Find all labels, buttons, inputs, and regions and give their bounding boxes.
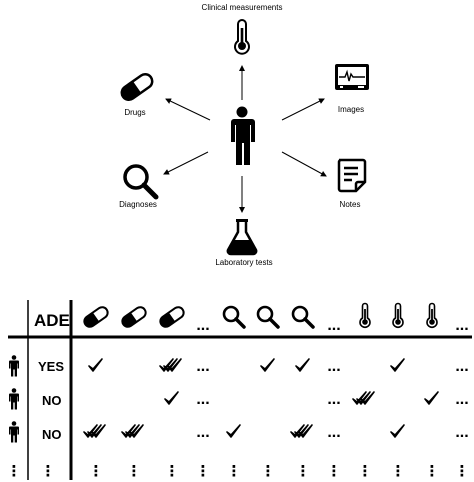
cell-ellipsis: ... xyxy=(455,424,468,441)
check-icon xyxy=(226,424,241,438)
cell-ellipsis: ... xyxy=(196,358,209,375)
pill-icon xyxy=(120,73,154,101)
vertical-ellipsis: ⋮ xyxy=(165,462,180,480)
vertical-ellipsis: ⋮ xyxy=(455,462,470,480)
vertical-ellipsis: ⋮ xyxy=(261,462,276,480)
vertical-ellipsis: ⋮ xyxy=(89,462,104,480)
vertical-ellipsis: ⋮ xyxy=(425,462,440,480)
magnifier-icon xyxy=(291,305,315,329)
header-ellipsis: ... xyxy=(455,317,468,334)
labtests-label: Laboratory tests xyxy=(215,258,273,267)
vertical-ellipsis: ⋮ xyxy=(196,462,211,480)
ade-value-row-3: NO xyxy=(42,427,62,442)
vertical-ellipsis: ⋮ xyxy=(391,462,406,480)
arrow-to-images xyxy=(281,98,325,121)
cell-ellipsis: ... xyxy=(327,391,340,408)
multi-check-icon xyxy=(159,358,182,372)
flask-icon xyxy=(226,219,258,256)
thermometer-icon xyxy=(392,302,404,329)
multi-check-icon xyxy=(352,391,375,405)
thermometer-icon xyxy=(359,302,371,329)
arrow-to-diagnoses xyxy=(163,151,209,175)
drugs-label: Drugs xyxy=(124,108,146,117)
vertical-ellipsis: ⋮ xyxy=(7,462,22,480)
ade-value-row-2: NO xyxy=(42,393,62,408)
thermometer-icon xyxy=(234,19,250,55)
cell-ellipsis: ... xyxy=(196,391,209,408)
magnifier-icon xyxy=(222,305,246,329)
cell-ellipsis: ... xyxy=(327,424,340,441)
check-icon xyxy=(88,358,103,372)
pill-icon xyxy=(159,306,185,328)
check-icon xyxy=(390,358,405,372)
person-icon xyxy=(9,388,19,410)
vertical-ellipsis: ⋮ xyxy=(127,462,142,480)
monitor-icon xyxy=(335,64,369,90)
cell-ellipsis: ... xyxy=(327,358,340,375)
header-ellipsis: ... xyxy=(327,317,340,334)
check-icon xyxy=(164,391,179,405)
vertical-ellipsis: ⋮ xyxy=(296,462,311,480)
person-icon xyxy=(9,421,19,443)
diagnoses-label: Diagnoses xyxy=(119,200,157,209)
images-label: Images xyxy=(337,105,365,114)
patient-icon xyxy=(231,106,255,165)
magnifier-icon xyxy=(123,164,159,200)
arrows xyxy=(163,65,327,213)
note-icon xyxy=(337,158,367,193)
multi-check-icon xyxy=(290,424,313,438)
cell-ellipsis: ... xyxy=(196,424,209,441)
cell-ellipsis: ... xyxy=(455,358,468,375)
check-icon xyxy=(295,358,310,372)
multi-check-icon xyxy=(83,424,106,438)
vertical-ellipsis: ⋮ xyxy=(358,462,373,480)
person-icon xyxy=(9,355,19,377)
arrow-to-drugs xyxy=(165,98,211,121)
ade-header: ADE xyxy=(34,311,70,330)
notes-label: Notes xyxy=(339,200,361,209)
thermometer-icon xyxy=(426,302,438,329)
vertical-ellipsis: ⋮ xyxy=(41,462,56,480)
arrow-to-notes xyxy=(281,151,327,177)
pill-icon xyxy=(83,306,109,328)
check-icon xyxy=(390,424,405,438)
check-icon xyxy=(424,391,439,405)
vertical-ellipsis: ⋮ xyxy=(327,462,342,480)
pill-icon xyxy=(121,306,147,328)
header-ellipsis: ... xyxy=(196,317,209,334)
cell-ellipsis: ... xyxy=(455,391,468,408)
ade-value-row-1: YES xyxy=(38,359,65,374)
magnifier-icon xyxy=(256,305,280,329)
multi-check-icon xyxy=(121,424,144,438)
vertical-ellipsis: ⋮ xyxy=(227,462,242,480)
check-icon xyxy=(260,358,275,372)
clinical-label: Clinical measurements xyxy=(201,3,283,12)
